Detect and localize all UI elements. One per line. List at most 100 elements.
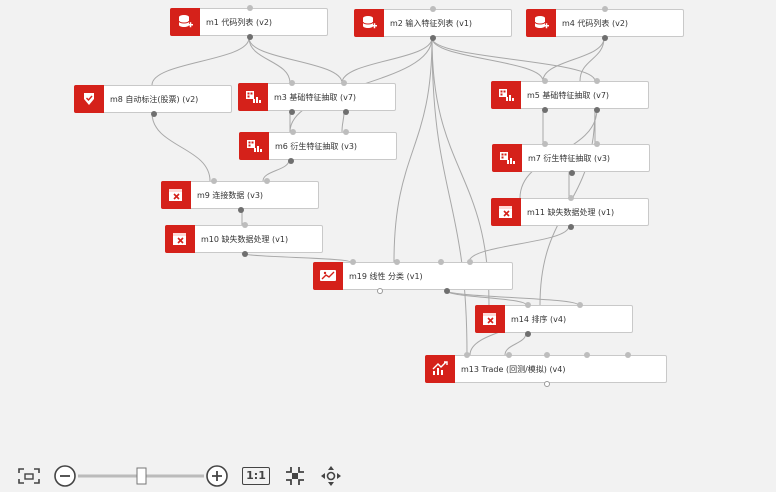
edge-connector[interactable] (248, 37, 291, 84)
edge-connector[interactable] (341, 37, 433, 84)
node-label: m2 输入特征列表 (v1) (390, 18, 473, 28)
input-port[interactable] (544, 352, 550, 358)
feature-extract-icon (491, 81, 521, 109)
actual-size-button[interactable]: 1:1 (240, 460, 272, 492)
node-m9[interactable]: m9 连接数据 (v3) (161, 178, 319, 213)
input-port[interactable] (289, 80, 295, 86)
input-port[interactable] (242, 222, 248, 228)
edge-connector[interactable] (579, 37, 605, 82)
edge-connector[interactable] (241, 252, 351, 263)
fit-screen-icon (18, 468, 40, 484)
classifier-icon (313, 262, 343, 290)
input-port[interactable] (343, 129, 349, 135)
output-port[interactable] (568, 224, 574, 230)
zoom-out-button[interactable] (52, 460, 78, 492)
database-add-icon (170, 8, 200, 36)
input-port[interactable] (350, 259, 356, 265)
output-port[interactable] (151, 111, 157, 117)
input-port[interactable] (438, 259, 444, 265)
node-label: m11 缺失数据处理 (v1) (527, 207, 615, 217)
edge-connector[interactable] (431, 37, 490, 306)
output-port[interactable] (594, 107, 600, 113)
feature-extract-icon (239, 132, 269, 160)
input-port[interactable] (247, 5, 253, 11)
edge-connector[interactable] (151, 112, 211, 182)
output-port[interactable] (288, 158, 294, 164)
zoom-in-icon (206, 465, 228, 487)
output-port[interactable] (430, 35, 436, 41)
node-m3[interactable]: m3 基础特征抽取 (v7) (238, 80, 396, 115)
output-port[interactable] (602, 35, 608, 41)
pan-button[interactable] (316, 460, 346, 492)
trade-chart-icon (425, 355, 455, 383)
input-port[interactable] (525, 302, 531, 308)
input-port[interactable] (625, 352, 631, 358)
feature-extract-icon (492, 144, 522, 172)
input-port[interactable] (430, 6, 436, 12)
data-process-icon (491, 198, 521, 226)
node-m13[interactable]: m13 Trade (回测/模拟) (v4) (425, 352, 667, 387)
input-port[interactable] (264, 178, 270, 184)
output-port[interactable] (238, 207, 244, 213)
database-add-icon (526, 9, 556, 37)
edge-connector[interactable] (431, 37, 468, 356)
input-port[interactable] (577, 302, 583, 308)
zoom-in-button[interactable] (204, 460, 230, 492)
input-port[interactable] (506, 352, 512, 358)
input-port[interactable] (464, 352, 470, 358)
input-port[interactable] (594, 141, 600, 147)
node-m5[interactable]: m5 基础特征抽取 (v7) (491, 78, 649, 113)
node-label: m4 代码列表 (v2) (562, 18, 629, 28)
node-label: m9 连接数据 (v3) (197, 190, 264, 200)
edge-connector[interactable] (248, 37, 343, 84)
node-label: m6 衍生特征抽取 (v3) (275, 141, 358, 151)
input-port[interactable] (584, 352, 590, 358)
node-m4[interactable]: m4 代码列表 (v2) (526, 6, 684, 41)
input-port[interactable] (602, 6, 608, 12)
zoom-slider[interactable] (78, 460, 204, 492)
output-port[interactable] (343, 109, 349, 115)
node-m2[interactable]: m2 输入特征列表 (v1) (354, 6, 512, 41)
output-port[interactable] (247, 34, 253, 40)
output-port[interactable] (525, 331, 531, 337)
input-port[interactable] (594, 78, 600, 84)
edge-connector[interactable] (151, 37, 250, 86)
zoom-slider-handle[interactable] (136, 467, 147, 485)
input-port[interactable] (394, 259, 400, 265)
node-m11[interactable]: m11 缺失数据处理 (v1) (491, 195, 649, 230)
input-port[interactable] (211, 178, 217, 184)
edge-connector[interactable] (542, 37, 605, 82)
pan-icon (321, 466, 341, 486)
edge-connector[interactable] (431, 37, 544, 82)
output-port[interactable] (544, 381, 550, 387)
output-port[interactable] (444, 288, 450, 294)
edge-connector[interactable] (393, 37, 433, 263)
node-m7[interactable]: m7 衍生特征抽取 (v3) (492, 141, 650, 176)
node-m8[interactable]: m8 自动标注(股票) (v2) (74, 85, 232, 117)
input-port[interactable] (542, 78, 548, 84)
edge-connector[interactable] (468, 225, 570, 263)
output-port[interactable] (289, 109, 295, 115)
edge-connector[interactable] (431, 37, 596, 82)
canvas-toolbar: 1:1 (0, 460, 360, 492)
fullscreen-button[interactable] (280, 460, 310, 492)
input-port[interactable] (542, 141, 548, 147)
node-m10[interactable]: m10 缺失数据处理 (v1) (165, 222, 323, 257)
node-m19[interactable]: m19 线性 分类 (v1) (313, 259, 513, 294)
fit-screen-button[interactable] (14, 460, 44, 492)
output-port[interactable] (542, 107, 548, 113)
tag-icon (74, 85, 104, 113)
input-port[interactable] (341, 80, 347, 86)
output-port[interactable] (377, 288, 383, 294)
node-m1[interactable]: m1 代码列表 (v2) (170, 5, 328, 40)
output-port[interactable] (569, 170, 575, 176)
output-port[interactable] (242, 251, 248, 257)
input-port[interactable] (467, 259, 473, 265)
input-port[interactable] (290, 129, 296, 135)
input-port[interactable] (568, 195, 574, 201)
node-m6[interactable]: m6 衍生特征抽取 (v3) (239, 129, 397, 164)
actual-size-label: 1:1 (242, 467, 270, 485)
node-m14[interactable]: m14 排序 (v4) (475, 302, 633, 337)
edge-connector[interactable] (444, 289, 579, 306)
